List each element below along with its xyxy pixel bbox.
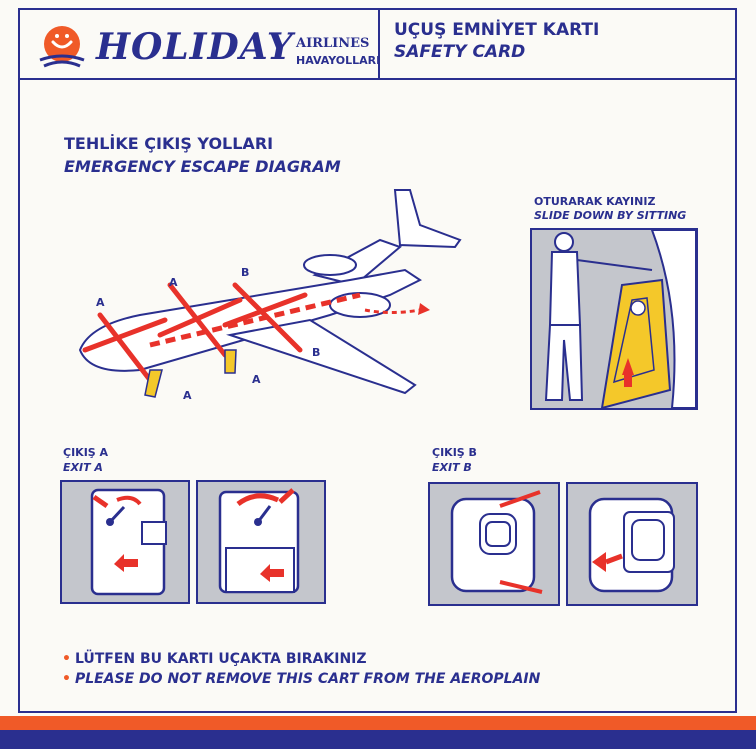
bullet-icon: • [62, 671, 71, 687]
slide-illustration [544, 229, 697, 410]
exit-label-b1: B [241, 266, 250, 279]
brand-name: HOLIDAY [96, 26, 294, 68]
footer-stripe-orange [0, 716, 756, 730]
exit-label-a3: A [252, 373, 261, 386]
exit-b-step1-illustration [450, 490, 543, 594]
exit-b-title-tr: ÇIKIŞ B [432, 446, 477, 459]
notice-en: •PLEASE DO NOT REMOVE THIS CART FROM THE… [62, 671, 540, 687]
header-divider [18, 78, 737, 80]
diagram-title-tr: TEHLİKE ÇIKIŞ YOLLARI [64, 134, 274, 153]
card-title-tr: UÇUŞ EMNİYET KARTI [394, 20, 600, 40]
card-frame [18, 8, 737, 713]
exit-b-step2-illustration [588, 497, 675, 593]
brand-havayollari: HAVAYOLLARI [296, 54, 381, 67]
notice-en-text: PLEASE DO NOT REMOVE THIS CART FROM THE … [74, 671, 541, 687]
card-title-en: SAFETY CARD [394, 42, 526, 62]
footer-stripe-blue [0, 730, 756, 749]
diagram-title-en: EMERGENCY ESCAPE DIAGRAM [64, 157, 341, 176]
exit-a-step2-illustration [218, 488, 300, 594]
holiday-logo-icon [39, 26, 85, 68]
exit-b-title-en: EXIT B [432, 461, 472, 474]
exit-a-title-en: EXIT A [63, 461, 103, 474]
slide-title-en: SLIDE DOWN BY SITTING [534, 209, 687, 222]
exit-label-a2: A [169, 276, 178, 289]
slide-title-tr: OTURARAK KAYINIZ [534, 195, 656, 208]
brand-airlines: AIRLINES [296, 36, 370, 51]
exit-label-b2: B [312, 346, 321, 359]
airplane-escape-diagram [78, 189, 462, 398]
header-divider-vertical [378, 8, 380, 80]
exit-label-a4: A [183, 389, 192, 402]
exit-a-title-tr: ÇIKIŞ A [63, 446, 109, 459]
exit-a-step1-illustration [90, 488, 167, 596]
bullet-icon: • [62, 651, 71, 667]
exit-label-a1: A [96, 296, 105, 309]
notice-tr: •LÜTFEN BU KARTI UÇAKTA BIRAKINIZ [62, 651, 367, 667]
notice-tr-text: LÜTFEN BU KARTI UÇAKTA BIRAKINIZ [74, 651, 367, 667]
